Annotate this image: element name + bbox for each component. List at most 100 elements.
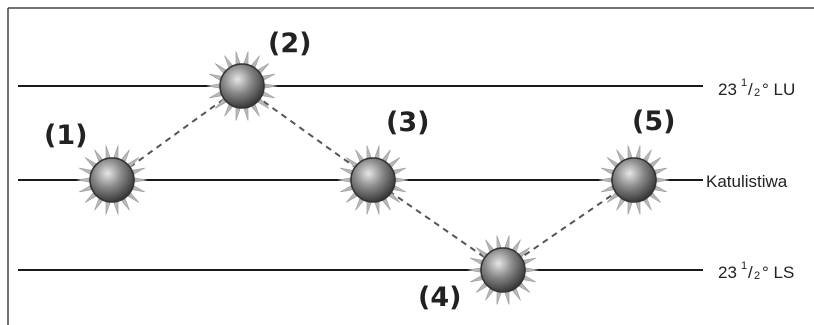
sun-ray [76,177,90,183]
sun-ray [496,291,502,305]
sun-ray [523,275,537,283]
sun-ray [635,145,641,159]
sun-icon-5 [598,145,670,215]
sun-ray [105,201,111,215]
sun-ray [643,149,652,162]
sun-ray [121,198,130,211]
sun-ray [262,91,276,99]
sun-ray [235,51,241,65]
sun-ray [251,104,260,117]
sun-ray [600,167,614,175]
sun-ray [243,51,249,65]
sun-ray [467,267,481,273]
sun-ray [339,167,353,175]
sun-ray [113,145,119,159]
svg-text:23: 23 [718,263,737,282]
sun-ray [512,239,521,252]
sun-ray [475,282,488,293]
position-label-4: (4) [418,282,461,313]
sun-ray [656,177,670,183]
sun-icon-3 [337,145,409,215]
sun-ray [208,91,222,99]
sun-ray [345,192,358,203]
sun-ray [393,167,407,175]
sun-ray [132,167,146,175]
sun-icon-4 [467,235,539,305]
sun-ray [654,167,668,175]
sun-ray [512,288,521,301]
svg-text:/: / [748,80,753,99]
sun-ray [635,201,641,215]
sun-ray [262,73,276,81]
sun-ray [214,63,227,74]
sun-icon-1 [76,145,148,215]
sun-ray [345,157,358,168]
sun-ray [469,275,483,283]
position-label-2: (2) [268,28,311,59]
sun-ray [598,177,612,183]
sun-ray [523,257,537,265]
sun-ray [214,98,227,109]
sun-ray [78,167,92,175]
sun-ray [84,192,97,203]
position-label-5: (5) [632,106,675,137]
equator-label: Katulistiwa [706,172,788,191]
sun-ray [496,235,502,249]
sun-ray [337,177,351,183]
sun-ray [94,149,103,162]
sun-ray [627,145,633,159]
sun-ray [374,201,380,215]
position-label-1: (1) [44,120,87,151]
sun-ray [649,192,662,203]
sun-ray [388,157,401,168]
sun-ray [355,198,364,211]
sun-ray [525,267,539,273]
svg-text:23: 23 [718,80,737,99]
sun-ray [504,291,510,305]
sun-ray [94,198,103,211]
sun-ray [393,185,407,193]
sun-ray [78,185,92,193]
sun-ray [251,55,260,68]
sun-ray [382,149,391,162]
sun-ray [616,149,625,162]
sun-ray [355,149,364,162]
sun-ray [339,185,353,193]
sun-ray [243,107,249,121]
sun-ray [132,185,146,193]
sun-ray [127,157,140,168]
sun-ray [643,198,652,211]
sun-ray [518,247,531,258]
sun-ray [257,98,270,109]
south-tropic-label: 23 1 / 2 ° LS [718,260,794,282]
sun-ray [264,83,278,89]
sun-ray [606,157,619,168]
sun-ray [366,201,372,215]
svg-text:2: 2 [754,87,760,99]
sun-ray [649,157,662,168]
sun-ray [600,185,614,193]
sun-ray [105,145,111,159]
sun-ray [206,83,220,89]
svg-text:° LS: ° LS [762,263,794,282]
sun-ray [485,239,494,252]
sun-ray [627,201,633,215]
sun-ray [382,198,391,211]
sun-ray [127,192,140,203]
sun-ray [606,192,619,203]
sun-ray [395,177,409,183]
svg-text:1: 1 [741,77,747,89]
sun-ray [134,177,148,183]
sun-ray [616,198,625,211]
svg-text:2: 2 [754,270,760,282]
sun-ray [257,63,270,74]
sun-ray [366,145,372,159]
svg-text:° LU: ° LU [762,80,795,99]
north-tropic-label: 23 1 / 2 ° LU [718,77,795,99]
sun-icon-2 [206,51,278,121]
sun-ray [224,104,233,117]
svg-text:/: / [748,263,753,282]
position-label-3: (3) [386,107,429,138]
